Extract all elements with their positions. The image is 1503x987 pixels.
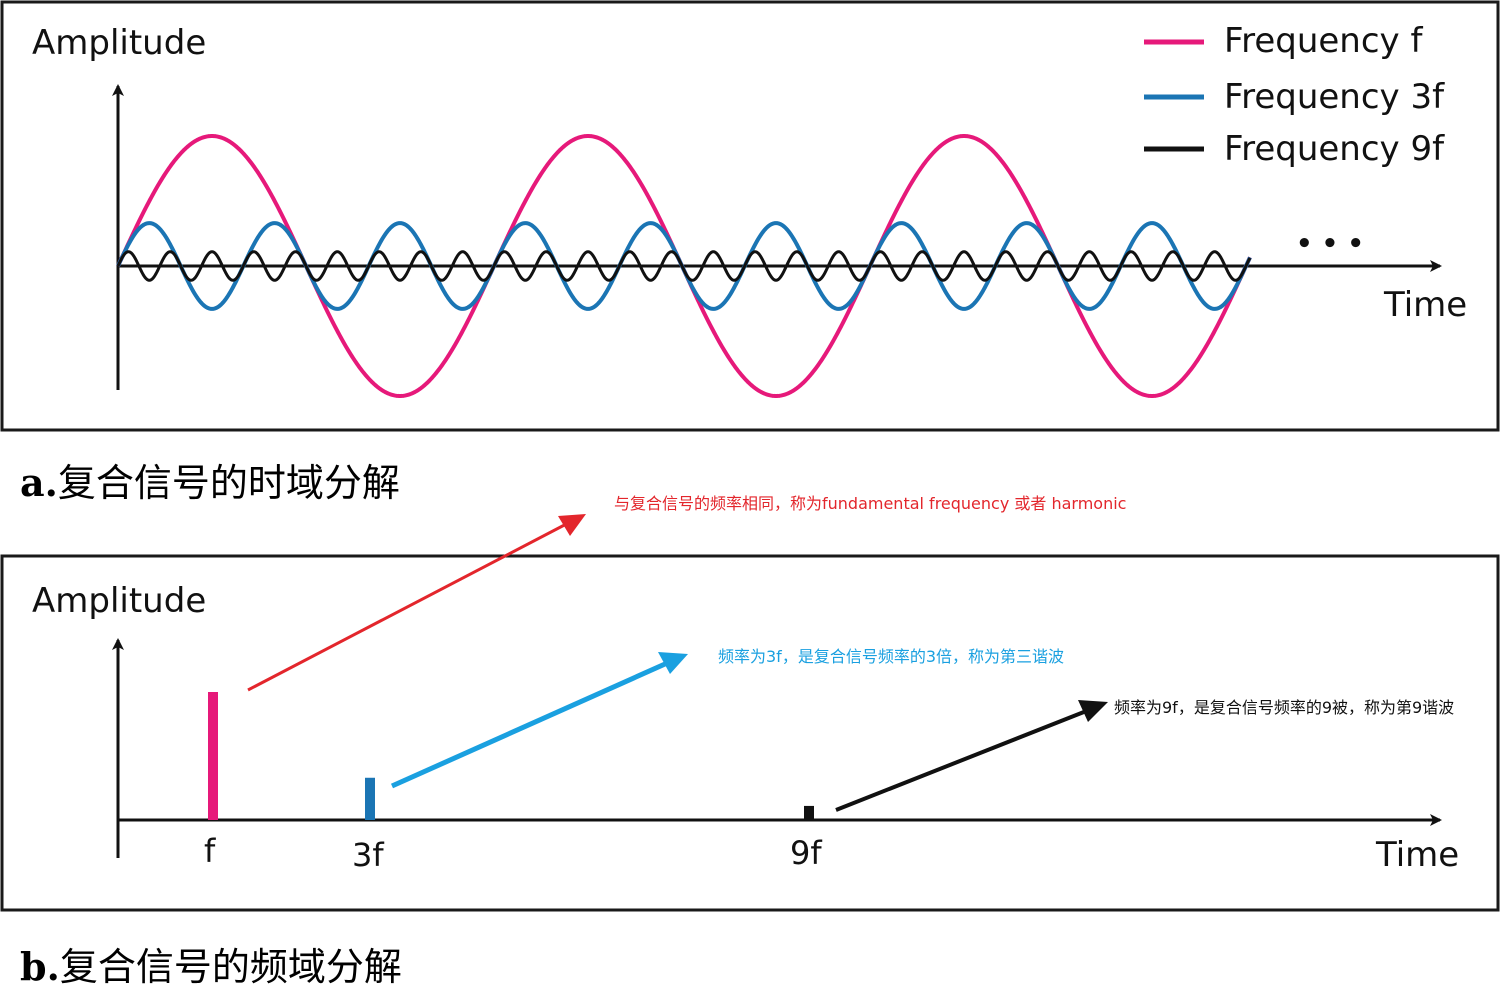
arrow-fundamental bbox=[247, 518, 575, 692]
spectrum-bar-3f bbox=[365, 777, 375, 820]
legend-label-9f: Frequency 9f bbox=[1224, 129, 1445, 169]
spectrum-bar-9f bbox=[804, 805, 814, 820]
time-domain-frame bbox=[0, 0, 1500, 432]
spectrum-bar-f bbox=[208, 692, 218, 820]
annotation-fundamental: 与复合信号的频率相同，称为fundamental frequency 或者 ha… bbox=[614, 494, 1126, 513]
caption-b-text: 复合信号的频域分解 bbox=[60, 945, 402, 987]
arrow-third-harmonic bbox=[390, 657, 676, 789]
arrow-ninth-harmonic bbox=[835, 706, 1095, 812]
caption-a-text: 复合信号的时域分解 bbox=[58, 461, 400, 505]
legend-label-3f: Frequency 3f bbox=[1224, 77, 1445, 117]
frequency-domain-y-label: Amplitude bbox=[32, 581, 206, 621]
legend: Frequency f Frequency 3f Frequency 9f bbox=[1144, 21, 1445, 169]
arrow-fundamental-head bbox=[558, 514, 586, 536]
legend-label-f: Frequency f bbox=[1224, 21, 1423, 61]
annotation-third-harmonic: 频率为3f，是复合信号频率的3倍，称为第三谐波 bbox=[718, 647, 1064, 666]
time-domain-y-label: Amplitude bbox=[32, 23, 206, 63]
caption-b-prefix: b. bbox=[20, 944, 60, 987]
arrow-third-harmonic-head bbox=[658, 652, 688, 674]
tick-label-9f: 9f bbox=[790, 834, 822, 872]
tick-label-f: f bbox=[204, 832, 216, 870]
frequency-domain-x-label: Time bbox=[1375, 835, 1459, 875]
caption-time-domain: a.复合信号的时域分解 bbox=[20, 460, 400, 505]
caption-frequency-domain: b.复合信号的频域分解 bbox=[20, 944, 402, 987]
annotation-arrows bbox=[247, 514, 1108, 812]
frequency-domain-frame bbox=[0, 554, 1500, 912]
arrow-ninth-harmonic-head bbox=[1078, 700, 1108, 722]
continuation-ellipsis: • • • bbox=[1296, 229, 1364, 259]
wave-frequency-9f bbox=[116, 250, 1252, 282]
time-domain-x-label: Time bbox=[1383, 285, 1467, 325]
tick-label-3f: 3f bbox=[352, 836, 384, 874]
frequency-domain-panel: Amplitude Time f 3f 9f bbox=[0, 554, 1500, 912]
time-domain-panel: Amplitude Time • • • Frequency f Frequen… bbox=[0, 0, 1500, 432]
caption-a-prefix: a. bbox=[20, 460, 58, 505]
annotation-ninth-harmonic: 频率为9f，是复合信号频率的9被，称为第9谐波 bbox=[1114, 698, 1454, 717]
